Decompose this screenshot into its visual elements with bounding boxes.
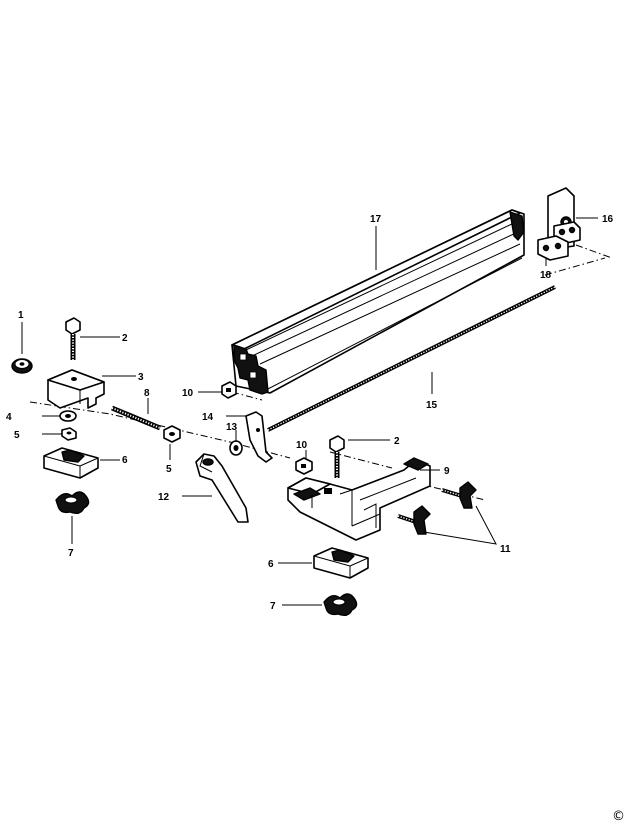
part-7-star-knob-left	[55, 491, 90, 515]
label-part-13: 13	[226, 422, 238, 433]
label-part-3: 3	[138, 372, 144, 383]
label-part-2-lower: 2	[394, 436, 400, 447]
label-part-5-right: 5	[166, 464, 172, 475]
part-6-clamp-block-left	[43, 447, 99, 479]
copyright-mark: ©	[612, 809, 625, 824]
label-part-6-lower: 6	[268, 559, 274, 570]
label-part-7-left: 7	[68, 548, 74, 559]
label-part-15: 15	[426, 400, 438, 411]
label-part-16: 16	[602, 214, 614, 225]
label-part-2-upper: 2	[122, 333, 128, 344]
assembly-axis-lines	[29, 244, 613, 501]
part-18-spacer-block	[537, 235, 569, 261]
part-11-wing-screw-upper	[441, 481, 477, 509]
label-part-12: 12	[158, 492, 170, 503]
label-part-14: 14	[202, 412, 214, 423]
part-4-washer	[59, 410, 77, 422]
part-2-bolt-upper	[65, 317, 81, 360]
part-13-washer	[229, 440, 243, 456]
label-part-17: 17	[370, 214, 382, 225]
label-part-11: 11	[500, 544, 511, 555]
part-5-nut-left	[61, 427, 77, 441]
part-11-wing-screw-lower	[397, 505, 431, 535]
label-part-8: 8	[144, 388, 150, 399]
label-part-9: 9	[444, 466, 450, 477]
label-part-6-left: 6	[122, 455, 128, 466]
part-15-threaded-rod	[267, 285, 556, 432]
label-part-1: 1	[18, 310, 24, 321]
label-part-10-upper: 10	[182, 388, 194, 399]
label-part-10-lower: 10	[296, 440, 308, 451]
leader-lines	[21, 217, 598, 606]
label-part-7-lower: 7	[270, 601, 276, 612]
part-number-labels: 1 2 3 8 4 5 6 5 12 7 10 14 13 10 2 9 11 …	[6, 214, 614, 612]
part-14-latch-bracket	[245, 411, 273, 463]
part-6-clamp-block-lower	[313, 547, 369, 579]
part-17-fence-rail	[231, 209, 525, 395]
part-5-nut-right	[163, 425, 181, 443]
part-10-square-nut-upper	[221, 381, 237, 399]
part-1-knurled-knob	[11, 358, 33, 374]
label-part-4: 4	[6, 412, 12, 423]
part-7-star-knob-lower	[323, 593, 358, 617]
part-9-fence-carriage	[287, 457, 431, 541]
label-part-5-left: 5	[14, 430, 20, 441]
part-3-clamp-plate	[47, 369, 105, 409]
label-part-18: 18	[540, 270, 552, 281]
part-2-bolt-lower	[329, 435, 345, 478]
part-16-end-bracket	[547, 187, 581, 249]
part-10-square-nut-lower	[295, 457, 313, 475]
part-12-lever-handle	[195, 453, 249, 523]
part-8-threaded-stud	[111, 405, 161, 431]
